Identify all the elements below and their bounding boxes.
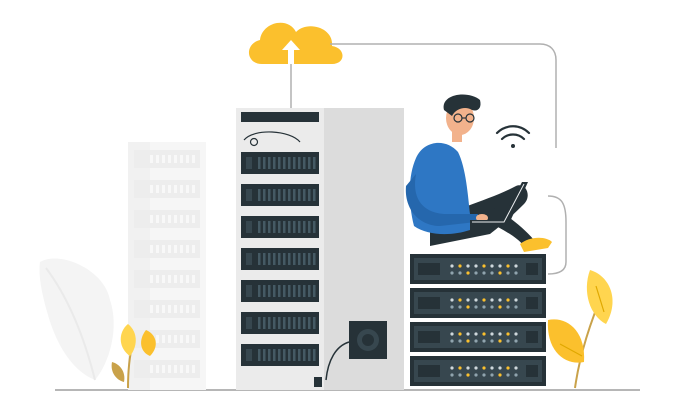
server-stack: [410, 254, 546, 386]
stack-server-unit: [410, 288, 546, 318]
stack-server-unit: [410, 356, 546, 386]
ghost-rack-unit: [134, 180, 200, 198]
glasses-icon: [453, 113, 475, 123]
ghost-server-rack: [128, 142, 206, 390]
network-cable: [547, 195, 567, 275]
ghost-rack-unit: [134, 270, 200, 288]
ghost-rack-unit: [134, 210, 200, 228]
tower-rack-unit: [241, 312, 319, 334]
ghost-rack-unit: [134, 150, 200, 168]
tower-rack-units: [241, 152, 319, 366]
tower-rack-unit: [241, 216, 319, 238]
tower-rack-unit: [241, 344, 319, 366]
person-shoe: [520, 237, 552, 252]
wifi-icon: [495, 125, 531, 148]
cloud-upload-icon: [248, 22, 557, 148]
speaker-box-icon: [314, 321, 387, 387]
tower-rack-unit: [241, 184, 319, 206]
ghost-rack-unit: [134, 240, 200, 258]
stack-server-unit: [410, 254, 546, 284]
ghost-rack-unit: [134, 300, 200, 318]
ghost-rack-units: [134, 150, 200, 378]
person: [405, 94, 552, 252]
tower-top-slot: [241, 112, 319, 122]
laptop-icon: [470, 182, 528, 226]
ghost-leaf-left-icon: [39, 258, 114, 381]
ghost-rack-unit: [134, 360, 200, 378]
tower-rack-unit: [241, 280, 319, 302]
tower-rack-unit: [241, 248, 319, 270]
yellow-leaf-left-icon: [111, 324, 156, 389]
stack-server-unit: [410, 322, 546, 352]
yellow-leaf-right-icon: [547, 270, 613, 389]
person-hair: [443, 94, 481, 116]
tower-rack-unit: [241, 152, 319, 174]
